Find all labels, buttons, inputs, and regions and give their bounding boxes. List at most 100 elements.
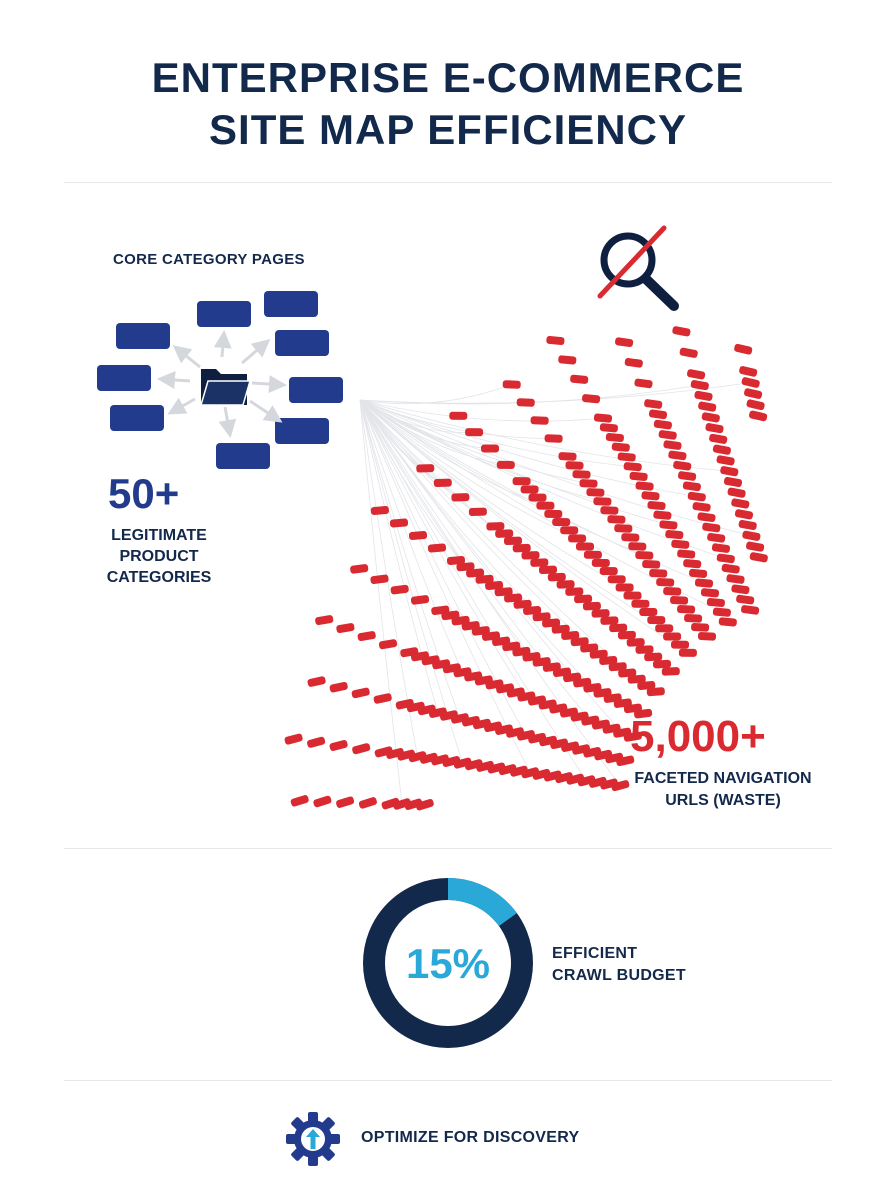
faceted-url-pill — [702, 522, 721, 533]
faceted-url-pill — [697, 631, 717, 641]
faceted-url-pill — [687, 369, 706, 380]
faceted-url-pill — [689, 568, 708, 578]
faceted-url-pill — [663, 632, 682, 641]
faceted-url-pill — [653, 419, 672, 430]
faceted-url-pill — [617, 630, 636, 640]
faceted-url-pill — [653, 510, 672, 520]
fan-connector-line — [359, 399, 689, 654]
faceted-url-pill — [661, 667, 680, 676]
faceted-url-pill — [605, 432, 624, 443]
faceted-url-pill — [694, 578, 714, 588]
category-box — [116, 323, 170, 349]
faceted-url-pill — [635, 481, 654, 491]
faceted-url-pill — [629, 471, 648, 481]
gear-arrow-up-icon — [286, 1112, 340, 1166]
faceted-url-pill — [390, 584, 409, 595]
faceted-url-pill — [374, 746, 393, 758]
faceted-url-pill — [607, 515, 626, 524]
faceted-url-pill — [655, 624, 674, 633]
faceted-url-pill — [520, 485, 539, 494]
faceted-url-pill — [589, 649, 608, 659]
faceted-url-pill — [624, 357, 643, 368]
faceted-url-pill — [574, 594, 593, 604]
faceted-url-pill — [637, 681, 656, 690]
faceted-url-pill — [652, 659, 672, 669]
faceted-url-pill — [671, 539, 690, 549]
faceted-url-pill — [607, 575, 626, 584]
faceted-url-pill — [631, 599, 650, 608]
faceted-url-pill — [679, 347, 698, 358]
faceted-url-pill — [523, 606, 542, 615]
faceted-url-pill — [358, 797, 377, 809]
faceted-url-pill — [677, 549, 696, 559]
faceted-url-pill — [560, 526, 579, 535]
faceted-url-pill — [329, 740, 348, 751]
faceted-url-pill — [395, 698, 414, 710]
faceted-url-pill — [677, 604, 696, 614]
faceted-url-pill — [389, 518, 409, 528]
fan-connector-line — [359, 399, 554, 439]
fan-connector-line — [359, 399, 625, 588]
faceted-url-pill — [690, 380, 709, 391]
waste-stat: 5,000+ — [630, 712, 766, 761]
faceted-url-pill — [621, 533, 640, 542]
faceted-url-pill — [644, 652, 663, 662]
faceted-url-pill — [646, 687, 665, 697]
faceted-url-pill — [503, 536, 523, 546]
faceted-url-pill — [565, 587, 584, 596]
faceted-url-pill — [683, 559, 702, 569]
fan-connector-line — [359, 399, 491, 449]
faceted-url-pill — [684, 613, 703, 623]
faceted-url-pill — [433, 478, 452, 488]
faceted-url-pill — [635, 645, 654, 654]
faceted-url-pill — [734, 343, 753, 355]
divider-top — [64, 182, 832, 183]
donut-efficient-arc — [363, 878, 533, 1048]
faceted-url-pill — [608, 662, 627, 672]
faceted-url-pill — [749, 552, 768, 563]
fan-connector-line — [359, 399, 752, 537]
faceted-url-pill — [746, 541, 765, 552]
faceted-url-pill — [599, 567, 618, 576]
faceted-url-pill — [504, 593, 523, 603]
faceted-url-pill — [378, 639, 398, 650]
faceted-url-pill — [352, 743, 371, 755]
faceted-url-pill — [351, 687, 370, 699]
faceted-url-pill — [614, 524, 633, 533]
faceted-url-pill — [392, 798, 412, 810]
faceted-url-pill — [551, 624, 570, 634]
faceted-url-pill — [582, 601, 601, 611]
faceted-url-pill — [721, 563, 740, 574]
faceted-url-pill — [698, 401, 717, 412]
faceted-url-pill — [723, 476, 743, 488]
faceted-url-pill — [623, 462, 642, 472]
faceted-url-pill — [599, 656, 618, 665]
faceted-url-pill — [466, 568, 485, 578]
faceted-url-pill — [648, 409, 668, 420]
faceted-url-pill — [561, 631, 580, 640]
faceted-url-pill — [513, 599, 532, 609]
faceted-url-pill — [727, 487, 746, 498]
faceted-url-pill — [357, 631, 376, 642]
faceted-url-pill — [591, 558, 610, 567]
faceted-url-pill — [641, 491, 660, 501]
fan-connector-line — [359, 399, 506, 466]
faceted-url-pill — [656, 577, 675, 587]
faceted-url-pill — [634, 378, 653, 389]
category-box — [110, 405, 164, 431]
faceted-url-pill — [547, 572, 566, 582]
faceted-url-pill — [530, 416, 549, 425]
faceted-url-pill — [485, 581, 504, 590]
faceted-url-pill — [480, 444, 500, 453]
faceted-url-pill — [615, 583, 634, 592]
faceted-url-pill — [647, 500, 666, 511]
faceted-url-pill — [521, 551, 540, 560]
faceted-url-pill — [739, 366, 758, 377]
faceted-url-pill — [465, 428, 484, 437]
faceted-url-pill — [373, 693, 392, 704]
faceted-url-pill — [400, 647, 419, 658]
fan-connector-line — [359, 399, 418, 757]
faceted-url-pill — [672, 326, 691, 337]
faceted-url-pill — [647, 616, 666, 625]
faceted-url-pill — [746, 399, 765, 411]
